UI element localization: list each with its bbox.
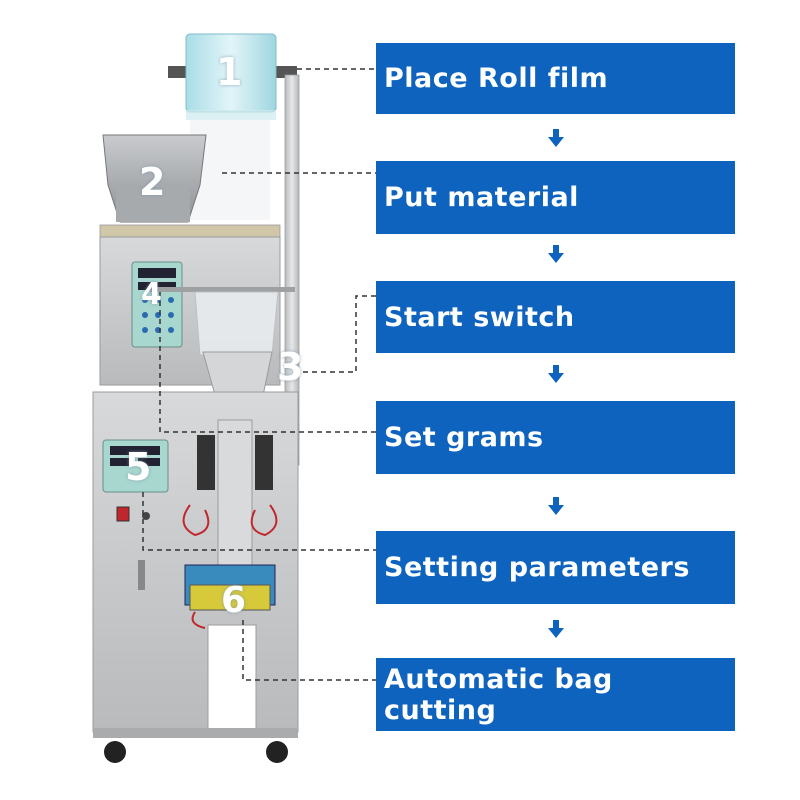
step-number-4: 4 — [141, 277, 162, 312]
arrow-down-icon — [548, 497, 564, 515]
connector-5 — [142, 492, 376, 551]
arrow-down-icon — [548, 365, 564, 383]
arrow-down-icon — [548, 129, 564, 147]
step-label: Set grams — [384, 422, 544, 453]
step-label: Put material — [384, 182, 579, 213]
step-box-put-material: Put material — [376, 161, 735, 234]
step-number-3: 3 — [277, 345, 304, 389]
connector-6 — [242, 620, 376, 681]
step-box-set-grams: Set grams — [376, 401, 735, 474]
step-number-5: 5 — [125, 445, 152, 489]
step-box-place-roll-film: Place Roll film — [376, 43, 735, 114]
bag-funnel — [194, 291, 279, 421]
step-number-1: 1 — [216, 50, 243, 94]
arrow-down-icon — [548, 620, 564, 638]
step-label: Setting parameters — [384, 552, 690, 583]
hopper — [102, 134, 207, 223]
step-label: Start switch — [384, 301, 575, 333]
film-roll — [168, 33, 297, 120]
step-number-6: 6 — [221, 580, 247, 621]
step-number-2: 2 — [139, 160, 166, 204]
step-box-start-switch: Start switch — [376, 281, 735, 353]
connector-4 — [159, 292, 376, 433]
step-label: Automatic bag cutting — [384, 663, 613, 726]
step-box-setting-parameters: Setting parameters — [376, 531, 735, 604]
step-box-automatic-bag-cutting: Automatic bag cutting — [376, 658, 735, 731]
connector-3 — [296, 295, 376, 373]
step-label: Place Roll film — [384, 63, 609, 94]
arrow-down-icon — [548, 245, 564, 263]
lower-cabinet — [92, 391, 299, 763]
